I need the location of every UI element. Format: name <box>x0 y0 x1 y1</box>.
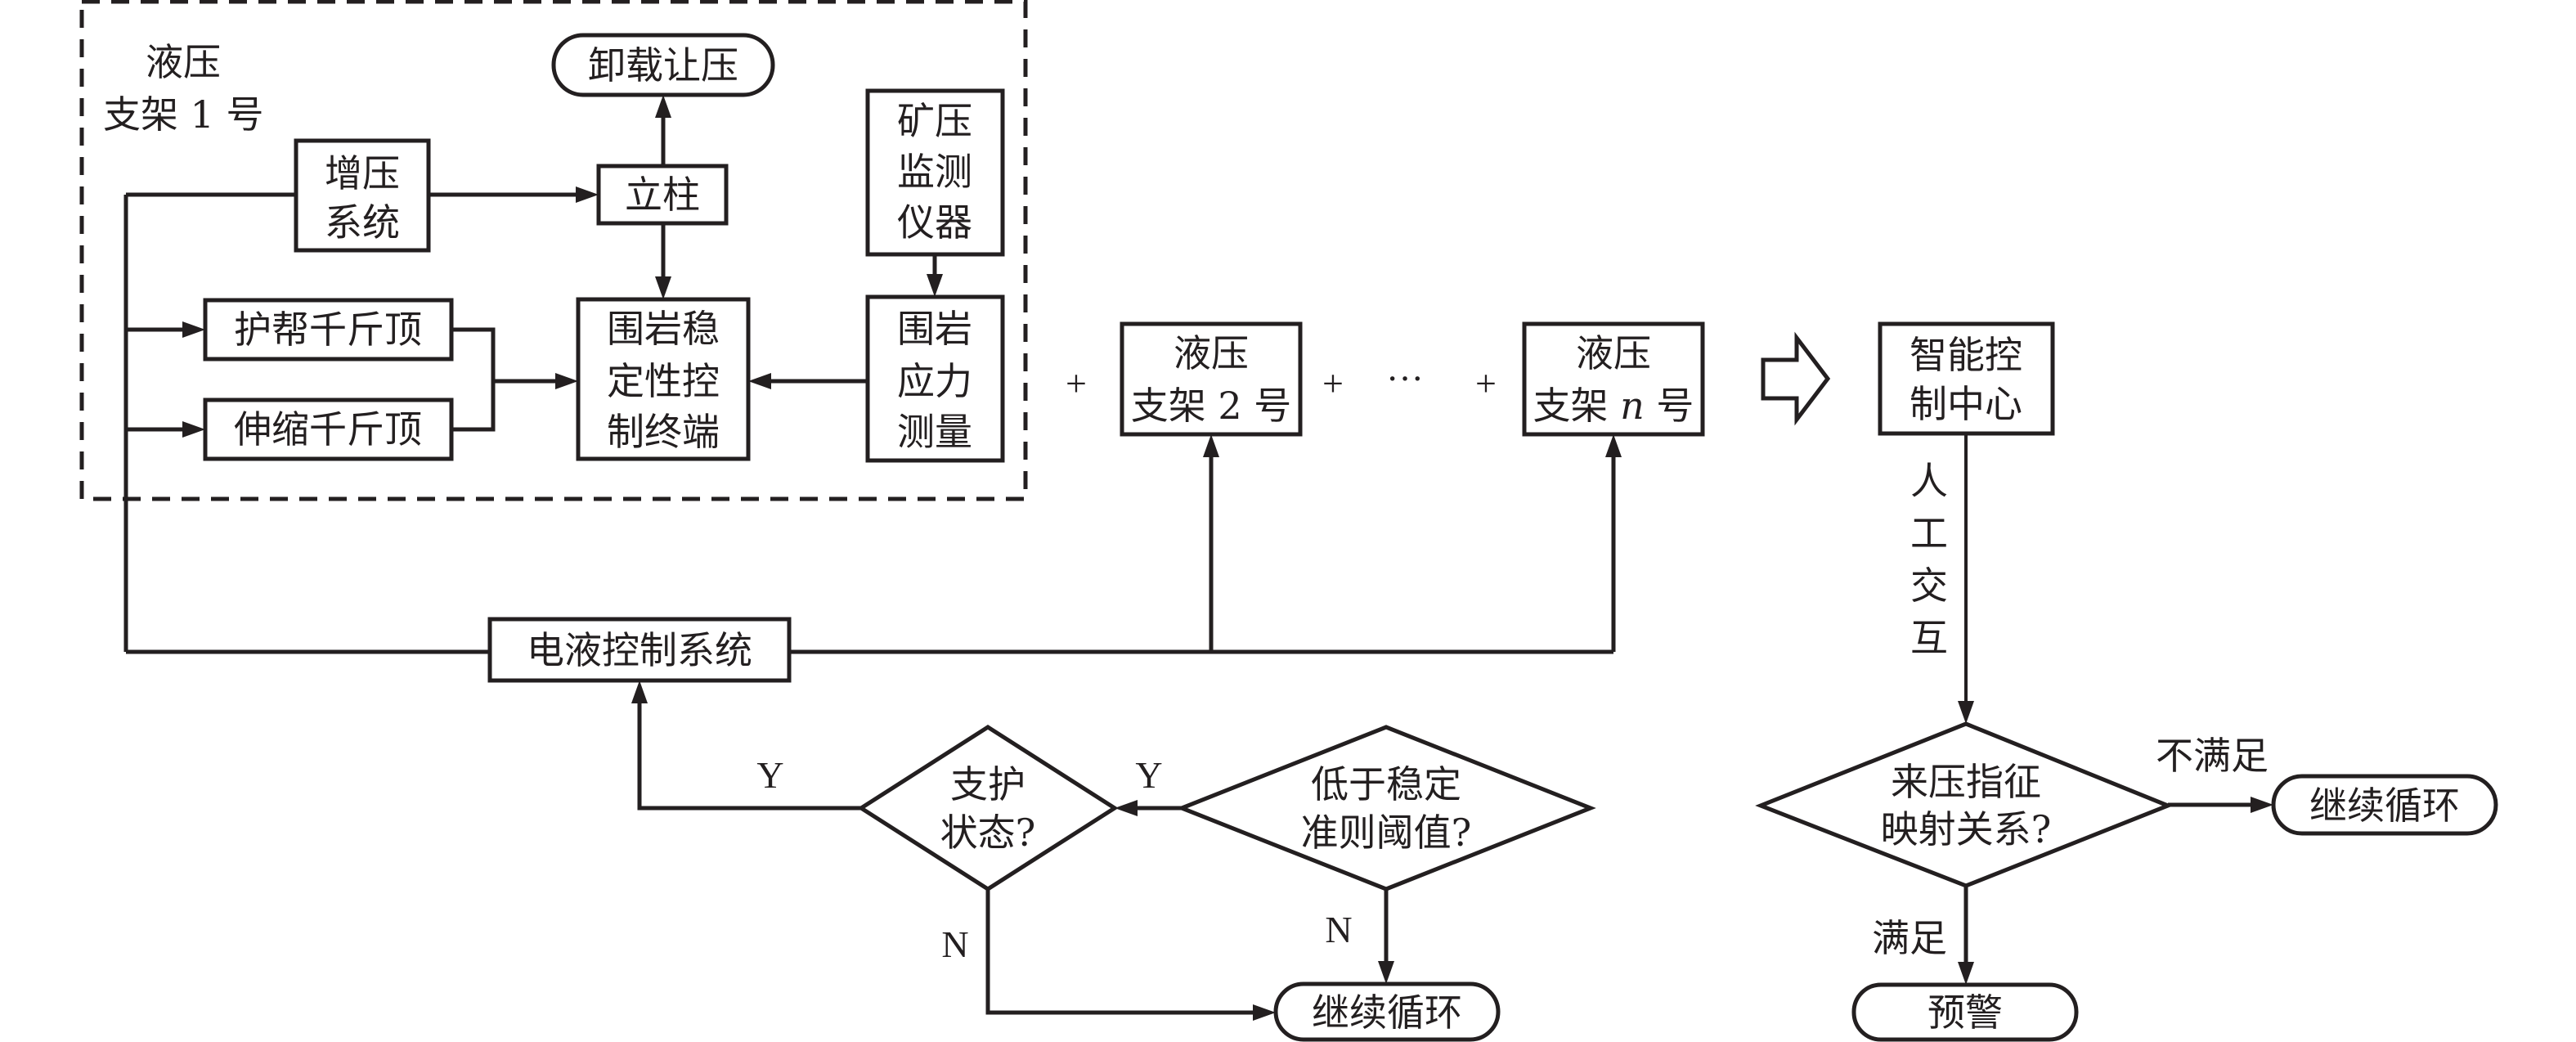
supportn-label-2a: 支架 <box>1533 384 1621 428</box>
arrowhead-stress <box>927 274 943 297</box>
arrowhead-terminal-left <box>555 373 578 389</box>
arrowhead-continue-top <box>1378 961 1394 984</box>
mine-monitor-node <box>865 88 1005 257</box>
human-interaction-char-3: 交 <box>1910 564 1948 608</box>
ehc-label: 电液控制系统 <box>527 628 752 672</box>
mine-monitor-label-2: 监测 <box>897 150 972 194</box>
ellipsis-operator: ··· <box>1386 357 1424 399</box>
control-center-label-2: 制中心 <box>1910 382 2022 426</box>
side-jack-label: 护帮千斤顶 <box>234 308 422 352</box>
threshold-label-1: 低于稳定 <box>1311 762 1461 806</box>
support1-title-line1: 液压 <box>146 40 221 84</box>
arrowhead-warning <box>1958 962 1974 985</box>
arrowhead-support2 <box>1203 434 1219 457</box>
supportn-label-1: 液压 <box>1576 331 1651 375</box>
support2-node <box>1120 321 1303 437</box>
block-arrow-icon <box>1761 331 1831 426</box>
supportn-label-2b: 号 <box>1645 384 1694 428</box>
control-center-label-1: 智能控 <box>1910 333 2022 377</box>
warning-node <box>1851 982 2079 1042</box>
support1-group-boundary <box>79 0 1028 501</box>
ehc-node <box>487 617 792 683</box>
continue-loop-right-label: 继续循环 <box>2309 784 2460 828</box>
edge-label-not-satisfied: 不满足 <box>2156 734 2269 778</box>
column-label: 立柱 <box>625 173 700 217</box>
unload-label: 卸载让压 <box>588 43 738 88</box>
human-interaction-char-1: 人 <box>1910 459 1948 503</box>
arrowhead-mapping <box>1958 701 1974 724</box>
edge-label-y-support: Y <box>756 754 783 796</box>
support1-title-line2: 支架 1 号 <box>103 92 264 137</box>
support-state-to-ehc <box>637 696 861 811</box>
arrowhead-continue-left <box>1253 1004 1276 1021</box>
stress-node <box>865 294 1005 463</box>
jacks-merge-line <box>451 327 496 432</box>
support-state-to-continue <box>985 889 1260 1015</box>
terminal-label-2: 定性控 <box>607 359 720 403</box>
mine-monitor-label-1: 矿压 <box>897 99 972 143</box>
arrowhead-terminal-right <box>748 373 771 389</box>
mapping-label-2: 映射关系? <box>1881 807 2052 851</box>
support-state-decision <box>857 725 1119 892</box>
threshold-label-2: 准则阈值? <box>1301 811 1472 855</box>
continue-loop-left-node <box>1273 981 1501 1042</box>
terminal-label-3: 制终端 <box>607 410 720 454</box>
human-interaction-char-4: 互 <box>1910 616 1948 660</box>
mapping-decision <box>1755 721 2174 888</box>
continue-loop-right-node <box>2271 774 2498 836</box>
arrowhead-column <box>576 186 599 203</box>
warning-label: 预警 <box>1928 990 2003 1035</box>
support-state-label-2: 状态? <box>940 811 1036 855</box>
arrowhead-support-state <box>1115 800 1138 816</box>
support2-label-1: 液压 <box>1174 331 1249 375</box>
arrowhead-continue-right <box>2251 797 2273 813</box>
plus-operator-1: + <box>1066 362 1087 404</box>
terminal-label-1: 围岩稳 <box>607 307 720 351</box>
edge-label-n-threshold: N <box>1325 909 1352 950</box>
booster-label-2: 系统 <box>325 200 400 245</box>
plus-operator-3: + <box>1475 362 1497 404</box>
support-state-label-1: 支护 <box>950 762 1025 806</box>
supportn-label-n: n <box>1620 384 1645 428</box>
continue-loop-left-label: 继续循环 <box>1312 990 1462 1035</box>
supportn-label-2: 支架 n 号 <box>1533 384 1694 428</box>
stress-label-1: 围岩 <box>897 307 972 351</box>
arrowhead-telescopic-jack <box>182 421 205 438</box>
booster-node <box>294 138 431 253</box>
arrowhead-terminal-top <box>655 276 671 299</box>
arrowhead-supportn <box>1605 434 1622 457</box>
arrowhead-ehc <box>631 680 648 703</box>
edge-label-satisfied: 满足 <box>1872 916 1947 960</box>
supportn-node <box>1522 321 1705 437</box>
control-center-node <box>1878 321 2055 436</box>
edge-label-n-support: N <box>941 923 968 965</box>
plus-operator-2: + <box>1322 362 1344 404</box>
threshold-decision <box>1176 725 1596 892</box>
arrowhead-side-jack <box>182 321 205 338</box>
edge-label-y-threshold: Y <box>1135 754 1162 796</box>
support2-label-2: 支架 2 号 <box>1131 384 1292 428</box>
terminal-node <box>576 297 751 461</box>
mine-monitor-label-3: 仪器 <box>897 200 972 245</box>
telescopic-jack-label: 伸缩千斤顶 <box>234 407 422 451</box>
stress-label-3: 测量 <box>897 410 972 454</box>
human-interaction-char-2: 工 <box>1910 511 1948 555</box>
stress-label-2: 应力 <box>897 359 972 403</box>
booster-label-1: 增压 <box>325 151 400 195</box>
mapping-label-1: 来压指征 <box>1891 760 2041 804</box>
arrowhead-unload <box>655 95 671 118</box>
